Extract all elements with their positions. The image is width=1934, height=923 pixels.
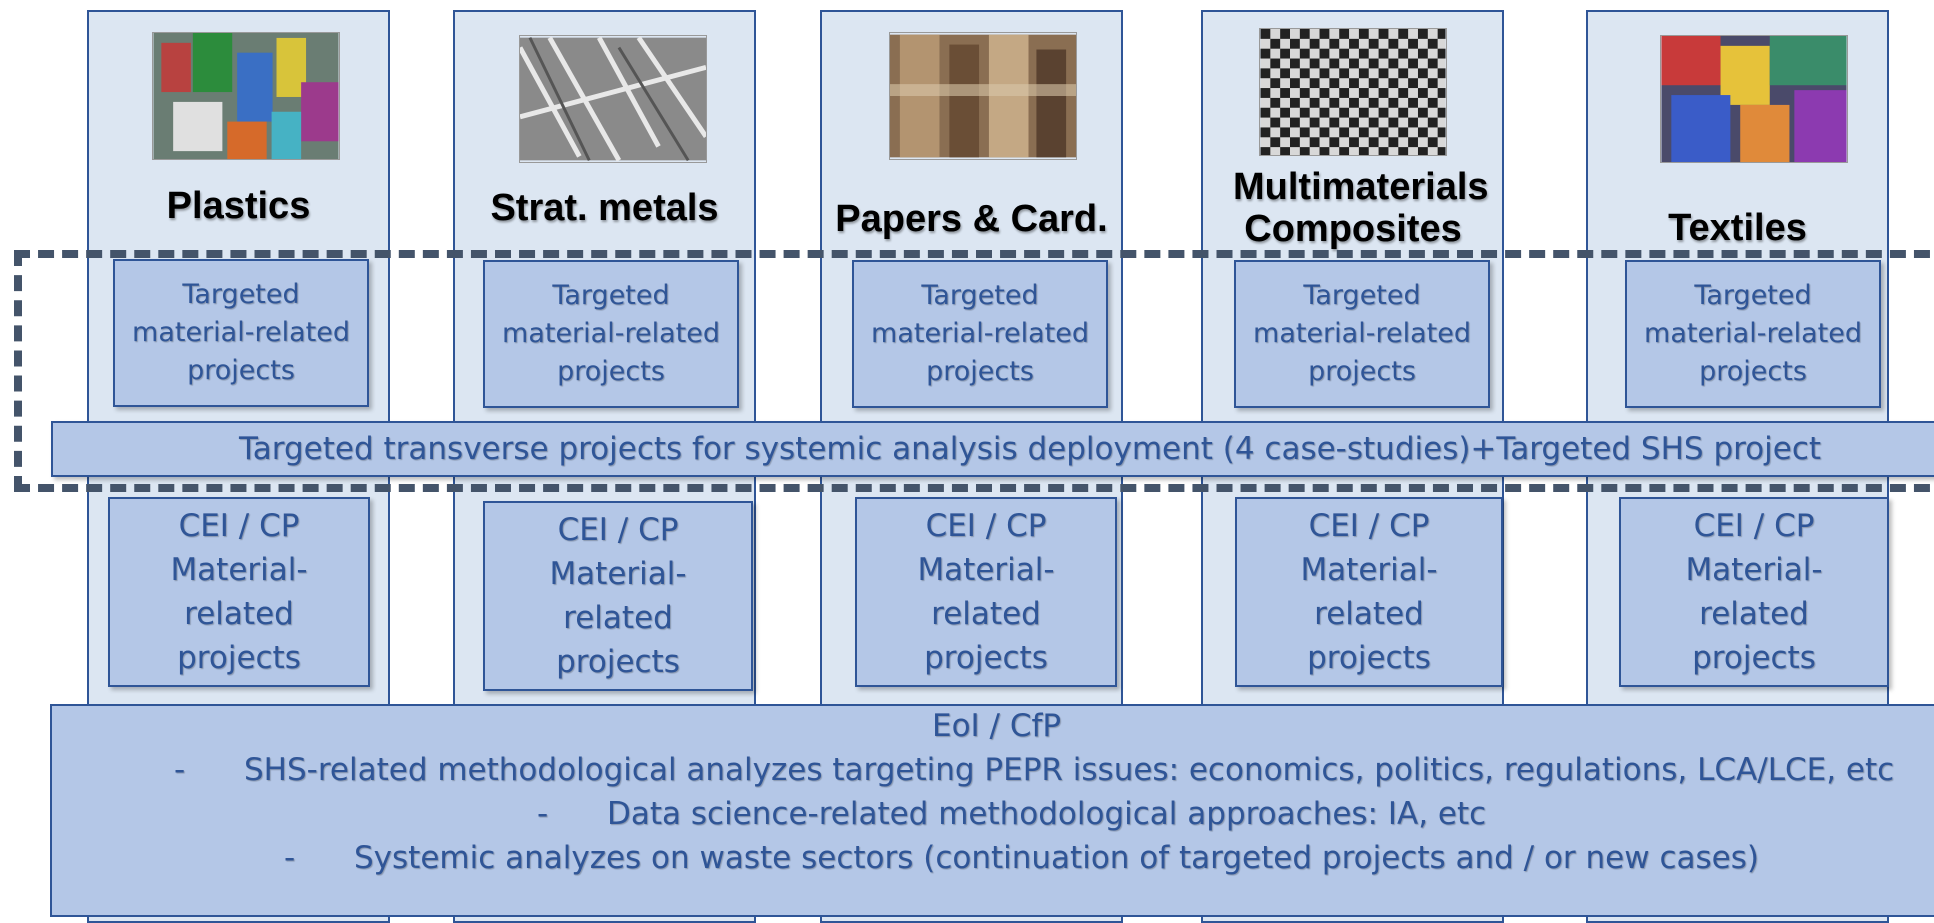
dashed-frame <box>14 250 1934 492</box>
column-title: Plastics <box>166 185 311 227</box>
cei-label: CEI / CP Material-related projects <box>917 508 1055 676</box>
targeted-label: Targeted material-related projects <box>1644 280 1862 387</box>
eoi-item-text: Data science-related methodological appr… <box>607 796 1487 832</box>
targeted-label: Targeted material-related projects <box>132 279 350 386</box>
column-title: Strat. metals <box>490 187 719 229</box>
bullet: - <box>537 796 549 832</box>
bullet: - <box>284 840 296 876</box>
eoi-item-text: Systemic analyzes on waste sectors (cont… <box>354 840 1759 876</box>
cei-label: CEI / CP Material-related projects <box>170 508 308 676</box>
cei-box-multimaterials: CEI / CP Material-related projects <box>1235 497 1503 687</box>
cei-box-plastics: CEI / CP Material-related projects <box>108 497 370 687</box>
targeted-label: Targeted material-related projects <box>871 280 1089 387</box>
eoi-item-text: SHS-related methodological analyzes targ… <box>244 752 1895 788</box>
targeted-label: Targeted material-related projects <box>502 280 720 387</box>
targeted-box-metals: Targeted material-related projects <box>483 260 739 408</box>
textiles-image <box>1660 35 1848 163</box>
plastics-image <box>152 32 340 160</box>
targeted-box-multimaterials: Targeted material-related projects <box>1234 260 1490 408</box>
cei-box-metals: CEI / CP Material-related projects <box>483 501 753 691</box>
composites-image <box>1259 28 1447 156</box>
paper-image <box>889 32 1077 160</box>
column-title: Multimaterials Composites <box>1233 166 1489 250</box>
eoi-item: - Data science-related methodological app… <box>537 794 1486 834</box>
metals-image <box>519 35 707 163</box>
cei-box-papers: CEI / CP Material-related projects <box>855 497 1117 687</box>
transverse-band: Targeted transverse projects for systemi… <box>51 421 1934 477</box>
targeted-box-plastics: Targeted material-related projects <box>113 259 369 407</box>
column-title: Textiles <box>1668 207 1807 249</box>
column-title: Papers & Card. <box>835 198 1108 240</box>
cei-label: CEI / CP Material-related projects <box>1300 508 1438 676</box>
targeted-box-papers: Targeted material-related projects <box>852 260 1108 408</box>
eoi-item: - Systemic analyzes on waste sectors (con… <box>284 838 1759 878</box>
eoi-heading: EoI / CfP <box>932 708 1062 744</box>
cei-label: CEI / CP Material-related projects <box>1685 508 1823 676</box>
cei-box-textiles: CEI / CP Material-related projects <box>1619 497 1889 687</box>
bullet: - <box>174 752 186 788</box>
eoi-cfp-box: EoI / CfP - SHS-related methodological an… <box>50 704 1934 917</box>
targeted-box-textiles: Targeted material-related projects <box>1625 260 1881 408</box>
targeted-label: Targeted material-related projects <box>1253 280 1471 387</box>
eoi-item: - SHS-related methodological analyzes tar… <box>174 750 1894 790</box>
cei-label: CEI / CP Material-related projects <box>549 512 687 680</box>
